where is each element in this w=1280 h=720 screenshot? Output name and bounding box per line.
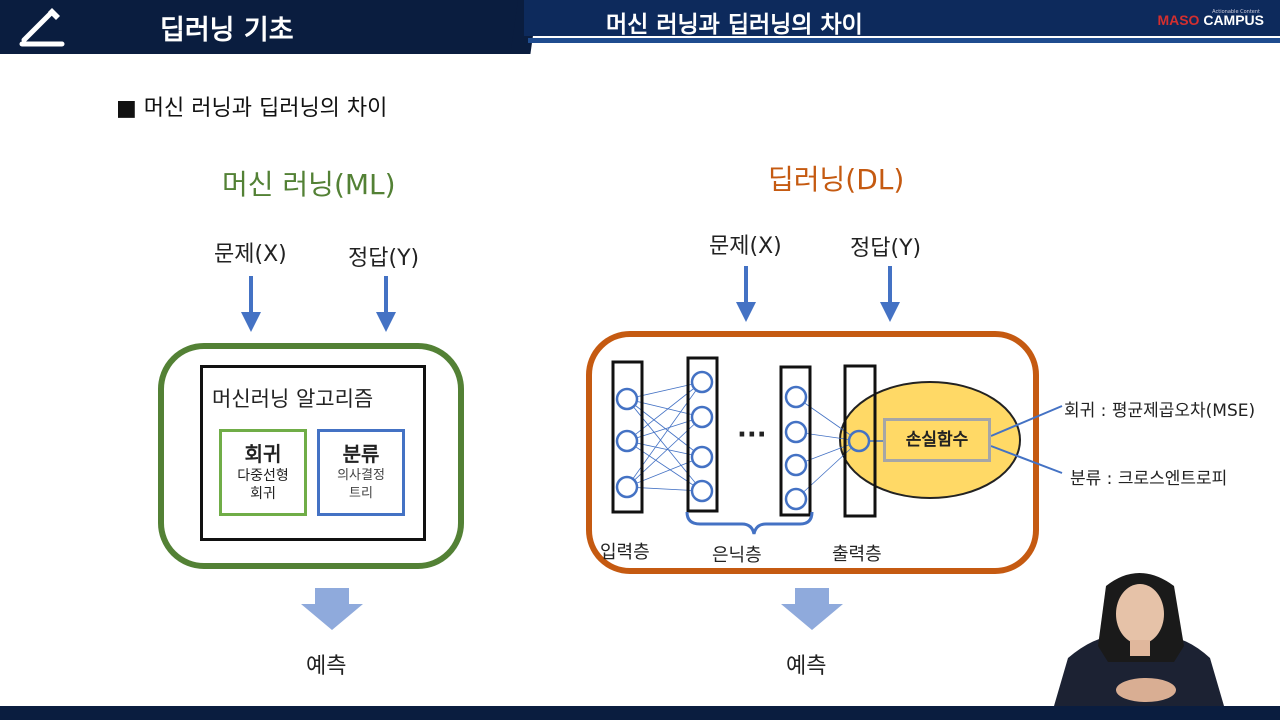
output-layer-box <box>843 364 877 518</box>
hidden-layer-label: 은닉층 <box>712 545 762 566</box>
input-node <box>615 475 639 499</box>
ml-regression-sub1: 다중선형 <box>237 468 289 484</box>
dl-container <box>586 331 1039 574</box>
slide-title: 머신 러닝과 딥러닝의 차이 <box>606 12 863 38</box>
ml-algorithm-box <box>200 365 426 541</box>
hidden1-node <box>690 405 714 429</box>
classification-loss-note: 분류 : 크로스엔트로피 <box>1070 469 1228 489</box>
ml-input-label: 문제(X) <box>214 242 287 267</box>
hidden2-node <box>784 420 808 444</box>
loss-ellipse <box>839 381 1021 499</box>
hidden2-node <box>784 487 808 511</box>
dl-answer-arrow <box>880 266 900 322</box>
input-layer-label: 입력층 <box>600 542 650 563</box>
ml-container <box>158 343 464 569</box>
loss-function-box: 손실함수 <box>883 418 991 462</box>
dl-input-label: 문제(X) <box>709 234 782 259</box>
ml-classification-sub2: 트리 <box>349 486 373 501</box>
presenter-video <box>1054 573 1224 706</box>
course-title: 딥러닝 기초 <box>160 15 294 46</box>
ml-title: 머신 러닝(ML) <box>222 168 396 201</box>
dl-answer-label: 정답(Y) <box>850 236 922 261</box>
ml-answer-arrow <box>376 276 396 332</box>
brand-campus: CAMPUS <box>1203 12 1264 28</box>
input-node <box>615 429 639 453</box>
hidden1-node <box>690 479 714 503</box>
ml-classification-sub1: 의사결정 <box>337 468 385 483</box>
ml-regression-title: 회귀 <box>244 442 282 466</box>
hidden1-node <box>690 445 714 469</box>
dl-input-arrow <box>736 266 756 322</box>
dl-output-label: 예측 <box>786 654 827 679</box>
hidden-layer-2-box <box>779 365 812 517</box>
header-bar-right <box>524 0 1280 36</box>
input-layer-box <box>611 360 644 514</box>
hidden-layer-1-box <box>686 356 719 513</box>
pencil-icon <box>19 8 65 47</box>
ml-input-arrow <box>241 276 261 332</box>
header-bar-left <box>0 0 528 54</box>
regression-loss-note: 회귀 : 평균제곱오차(MSE) <box>1064 401 1256 421</box>
output-node <box>847 429 871 453</box>
brand-maso: MASO <box>1157 12 1200 28</box>
hidden2-node <box>784 453 808 477</box>
hidden2-node <box>784 385 808 409</box>
ml-output-label: 예측 <box>306 654 347 679</box>
ml-algorithm-title: 머신러닝 알고리즘 <box>212 387 374 411</box>
ml-answer-label: 정답(Y) <box>348 246 420 271</box>
ml-output-arrow <box>301 588 363 630</box>
brand-tagline: Actionable Content <box>1212 9 1260 15</box>
hidden-layer-brace <box>685 511 814 535</box>
ml-classification-box: 분류 의사결정 트리 <box>317 429 405 516</box>
brand-logo: MASO CAMPUS <box>1157 12 1264 28</box>
section-heading: ■ 머신 러닝과 딥러닝의 차이 <box>116 96 388 121</box>
hidden1-node <box>690 370 714 394</box>
dl-output-arrow <box>781 588 843 630</box>
hidden-layer-ellipsis: ··· <box>737 420 767 450</box>
ml-regression-sub2: 회귀 <box>250 486 276 502</box>
output-layer-label: 출력층 <box>832 544 882 565</box>
header-accent-line <box>528 38 1280 43</box>
footer-bar <box>0 706 1280 720</box>
loss-regression-connector <box>990 405 1063 437</box>
ml-classification-title: 분류 <box>342 442 380 466</box>
loss-classification-connector <box>990 445 1063 474</box>
input-node <box>615 387 639 411</box>
network-nodes <box>615 370 808 511</box>
dl-title: 딥러닝(DL) <box>768 163 905 196</box>
ml-regression-box: 회귀 다중선형 회귀 <box>219 429 307 516</box>
